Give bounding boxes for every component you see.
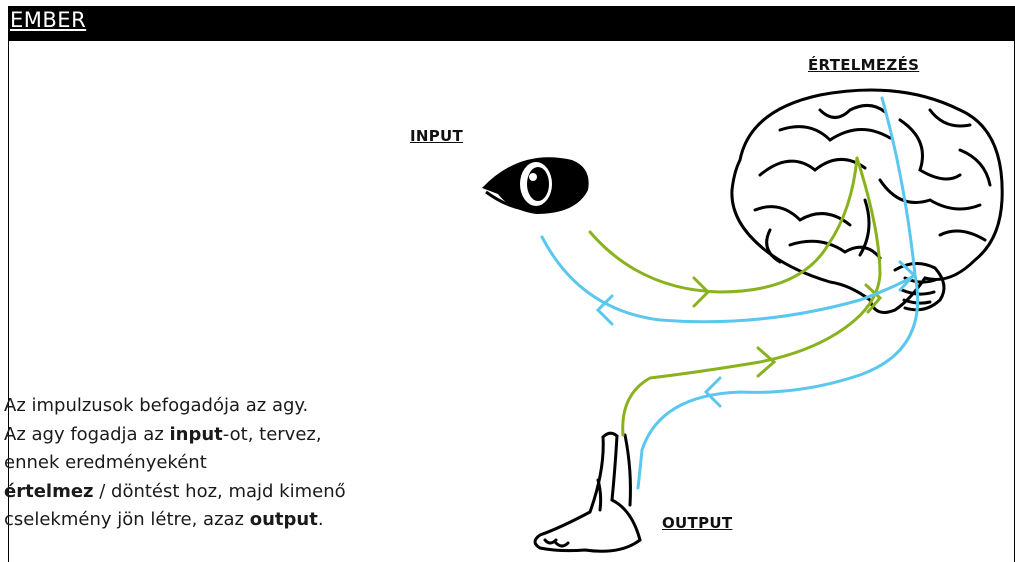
- description-line-5: cselekmény jön létre, azaz output.: [4, 509, 324, 530]
- brain-icon: [730, 88, 1004, 314]
- title-bar: EMBER: [9, 6, 1014, 41]
- description-line-2: Az agy fogadja az input-ot, tervez,: [4, 423, 322, 445]
- foot-icon: [533, 431, 642, 553]
- description-line-4: értelmez / döntést hoz, majd kimenő: [4, 480, 346, 502]
- slide-title: EMBER: [10, 8, 87, 32]
- interpretation-label: ÉRTELMEZÉS: [808, 56, 920, 74]
- input-label: INPUT: [410, 127, 464, 145]
- description-line-1: Az impulzusok befogadója az agy.: [4, 395, 309, 416]
- description-text: Az impulzusok befogadója az agy. Az agy …: [4, 392, 424, 535]
- slide-frame: EMBER: [8, 6, 1015, 562]
- eye-icon: [482, 157, 589, 214]
- output-label: OUTPUT: [662, 514, 733, 532]
- afferent-path: [588, 156, 883, 437]
- interpretation-keyword: értelmez: [4, 480, 94, 502]
- input-keyword: input: [169, 423, 223, 445]
- efferent-path: [540, 96, 920, 490]
- output-keyword: output: [249, 509, 318, 530]
- description-line-3: ennek eredményeként: [4, 452, 207, 473]
